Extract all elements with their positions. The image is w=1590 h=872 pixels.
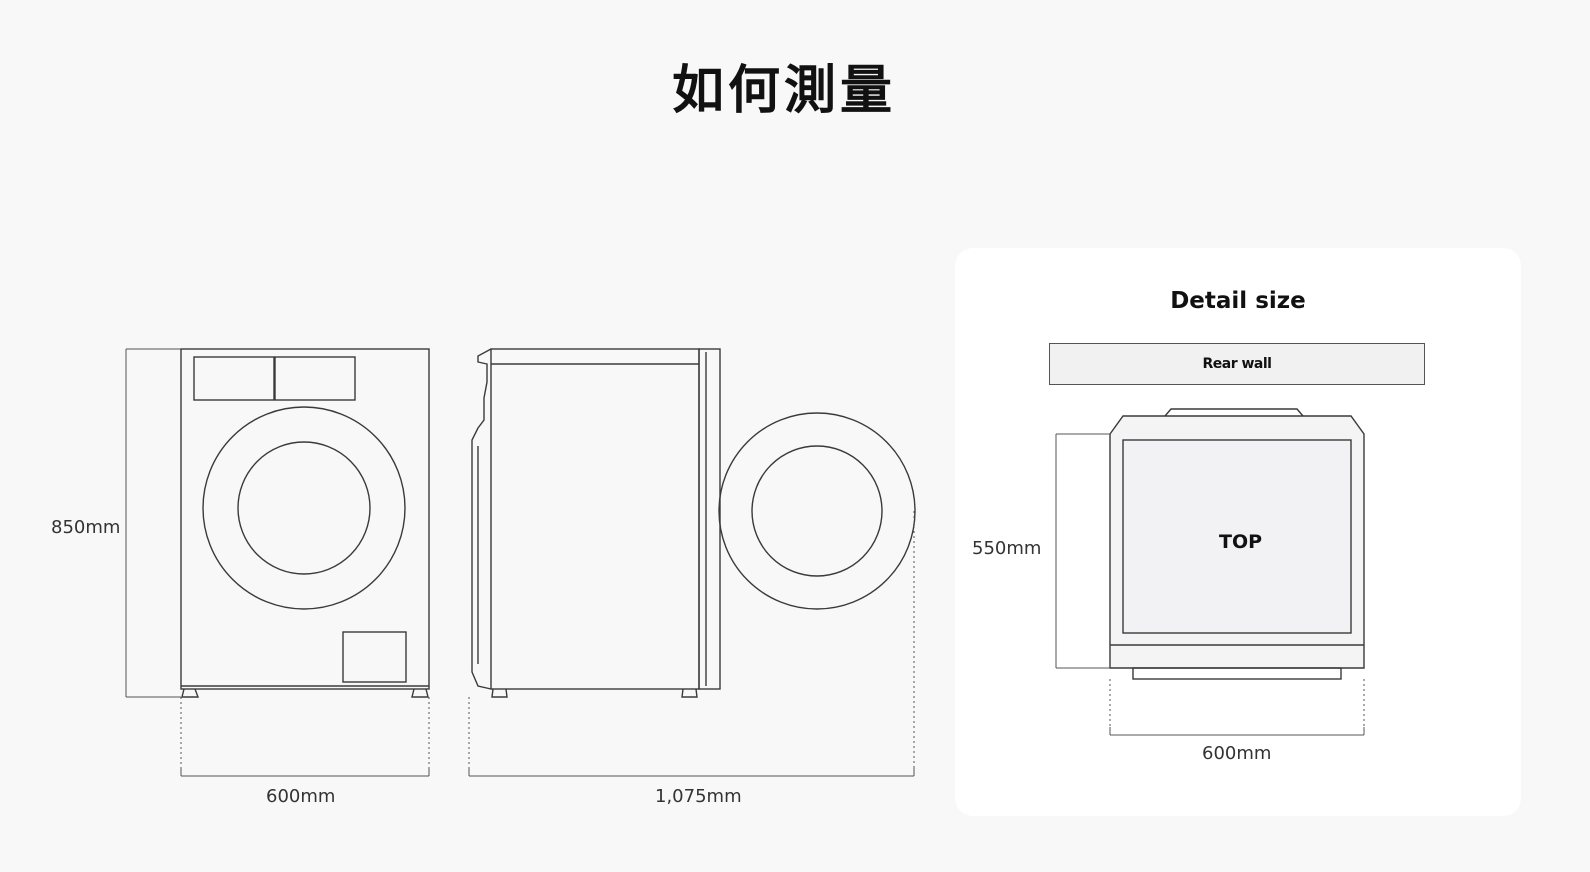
page-title: 如何測量 bbox=[671, 61, 896, 121]
side-depth-label: 1,075mm bbox=[655, 786, 742, 807]
front-height-label: 850mm bbox=[51, 517, 121, 538]
side-body bbox=[490, 348, 700, 690]
top-view-rear-bump bbox=[1164, 408, 1304, 417]
front-dimensions bbox=[125, 348, 430, 777]
front-control-panel-right bbox=[274, 356, 356, 401]
open-door bbox=[718, 412, 916, 610]
front-foot-right bbox=[411, 688, 429, 698]
top-view-top-label: TOP bbox=[1219, 531, 1263, 553]
top-view-front-lip bbox=[1132, 667, 1342, 680]
side-door-edge bbox=[698, 348, 721, 690]
detail-size-title: Detail size bbox=[1170, 288, 1306, 314]
front-door-outer bbox=[202, 406, 406, 610]
front-width-label: 600mm bbox=[266, 786, 336, 807]
open-door-inner bbox=[751, 445, 883, 577]
detail-size-card: Detail size Rear wall TOP 550mm 600mm bbox=[955, 248, 1521, 816]
front-foot-left bbox=[181, 688, 200, 698]
front-body bbox=[180, 348, 430, 690]
side-foot-right bbox=[681, 688, 698, 698]
front-door-inner bbox=[237, 441, 371, 575]
detail-width-label: 600mm bbox=[1202, 743, 1272, 764]
detail-depth-label: 550mm bbox=[972, 538, 1042, 559]
side-rear-detail bbox=[471, 348, 492, 690]
front-view-washer bbox=[180, 348, 430, 698]
front-filter-cover bbox=[342, 631, 407, 683]
top-view-lid bbox=[1122, 439, 1352, 634]
open-door-outer bbox=[718, 412, 916, 610]
side-dimensions bbox=[468, 511, 915, 777]
top-view-dimensions bbox=[1055, 433, 1365, 736]
side-view-washer bbox=[471, 348, 721, 698]
front-control-panel-left bbox=[193, 356, 275, 401]
side-foot-left bbox=[491, 688, 508, 698]
top-view-washer bbox=[1055, 408, 1365, 736]
rear-wall-label: Rear wall bbox=[1049, 343, 1425, 385]
